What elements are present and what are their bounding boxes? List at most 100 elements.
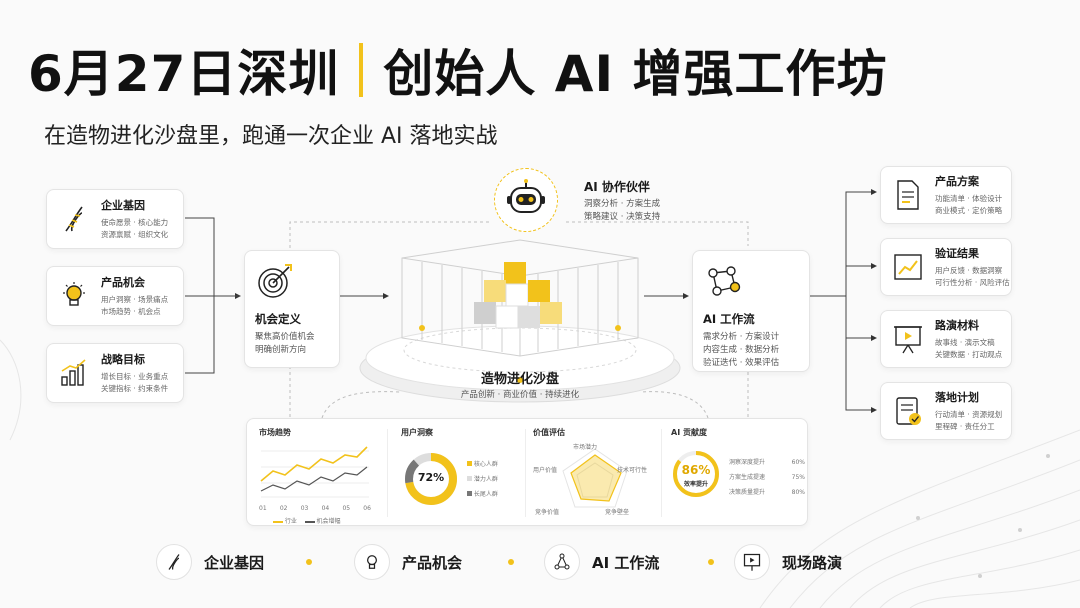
legend-opportunity: 机会增幅 <box>316 518 341 525</box>
footer-label: 现场路演 <box>782 553 843 572</box>
value-evaluation-panel: 价值评估 市场潜力 技术可行性 竞争壁垒 竞争价值 用户价值 <box>533 427 657 521</box>
user-insight-panel: 用户洞察 72% 核心人群 潜力人群 长尾人群 <box>401 427 521 521</box>
ai-partner-desc-1: 洞察分析 · 方案生成 <box>584 199 661 209</box>
value-radar-chart <box>562 448 628 508</box>
market-trend-panel: 市场趋势 01 02 03 04 05 06 行业 机会增幅 <box>259 427 379 525</box>
trend-tick: 05 <box>342 505 351 512</box>
output-card-title: 验证结果 <box>935 247 979 260</box>
footer-item-product-opportunity[interactable]: 产品机会 <box>354 544 462 580</box>
input-card-desc-2: 关键指标 · 约束条件 <box>101 384 169 393</box>
title-date-location: 6月27日深圳 <box>28 45 340 103</box>
opportunity-desc-2: 明确创新方向 <box>255 345 307 355</box>
radar-axis: 技术可行性 <box>617 467 648 474</box>
workflow-desc-1: 需求分析 · 方案设计 <box>703 332 780 342</box>
radar-axis: 用户价值 <box>533 467 558 474</box>
radar-axis: 竞争价值 <box>535 509 560 516</box>
output-card-desc-1: 用户反馈 · 数据洞察 <box>935 266 1003 275</box>
target-icon <box>255 261 329 305</box>
workflow-icon <box>703 261 799 305</box>
output-card-desc-1: 故事线 · 演示文稿 <box>935 338 995 347</box>
input-card-desc-1: 用户洞察 · 场景痛点 <box>101 295 169 304</box>
ai-contribution-title: AI 贡献度 <box>671 428 707 437</box>
opportunity-desc-1: 聚焦高价值机会 <box>255 332 315 342</box>
title-divider <box>359 43 364 97</box>
output-card-implementation-plan[interactable]: 落地计划 行动清单 · 资源规划 里程碑 · 责任分工 <box>880 382 1012 440</box>
page-subtitle: 在造物进化沙盘里，跑通一次企业 AI 落地实战 <box>44 124 498 149</box>
contribution-item-pct: 80% <box>791 489 805 496</box>
footer-separator-dot <box>306 559 312 565</box>
output-card-desc-2: 关键数据 · 打动观点 <box>935 350 1003 359</box>
sandbox-illustration <box>359 239 681 403</box>
output-card-title: 路演材料 <box>935 319 979 332</box>
market-trend-legend: 行业 机会增幅 <box>273 516 341 525</box>
trend-tick: 03 <box>300 505 309 512</box>
output-card-desc-1: 功能清单 · 体验设计 <box>935 194 1003 203</box>
input-card-strategic-goal[interactable]: 战略目标 增长目标 · 业务重点 关键指标 · 约束条件 <box>46 343 184 403</box>
output-card-desc-2: 商业模式 · 定价策略 <box>935 206 1003 215</box>
footer-separator-dot <box>508 559 514 565</box>
opportunity-definition-card[interactable]: 机会定义 聚焦高价值机会 明确创新方向 <box>244 250 340 368</box>
contribution-item-pct: 60% <box>791 459 805 466</box>
ai-contribution-gauge <box>673 451 719 497</box>
trend-tick: 02 <box>279 505 288 512</box>
workflow-icon <box>544 544 580 580</box>
input-card-title: 企业基因 <box>101 199 145 212</box>
footer-item-enterprise-gene[interactable]: 企业基因 <box>156 544 264 580</box>
market-trend-chart <box>260 446 369 498</box>
document-icon <box>891 178 925 212</box>
bar-chart-icon <box>57 356 91 390</box>
dna-icon <box>156 544 192 580</box>
robot-icon[interactable] <box>494 168 558 232</box>
ai-partner-block: AI 协作伙伴 洞察分析 · 方案生成 策略建议 · 决策支持 <box>494 168 694 232</box>
insight-longtail: 长尾人群 <box>473 491 498 498</box>
input-card-enterprise-gene[interactable]: 企业基因 使命愿景 · 核心能力 资源禀赋 · 组织文化 <box>46 189 184 249</box>
checklist-icon <box>891 394 925 428</box>
sandbox-title: 造物进化沙盘 <box>480 372 559 387</box>
user-insight-value: 72% <box>417 471 445 484</box>
trend-tick: 06 <box>363 505 371 512</box>
contribution-item-name: 洞察深度提升 <box>729 459 766 466</box>
workflow-desc-2: 内容生成 · 数据分析 <box>703 345 780 355</box>
presentation-icon <box>891 322 925 356</box>
output-card-desc-1: 行动清单 · 资源规划 <box>935 410 1003 419</box>
output-card-desc-2: 里程碑 · 责任分工 <box>935 422 995 431</box>
output-card-title: 产品方案 <box>935 175 979 188</box>
radar-axis: 竞争壁垒 <box>605 509 630 516</box>
output-card-product-plan[interactable]: 产品方案 功能清单 · 体验设计 商业模式 · 定价策略 <box>880 166 1012 224</box>
insight-core: 核心人群 <box>473 461 498 468</box>
market-trend-ticks: 01 02 03 04 05 06 <box>259 505 371 512</box>
input-card-title: 产品机会 <box>101 276 145 289</box>
ai-partner-title: AI 协作伙伴 <box>584 180 650 194</box>
ai-contribution-value: 86% <box>681 463 711 477</box>
title-event-name: 创始人 AI 增强工作坊 <box>383 45 888 103</box>
input-card-title: 战略目标 <box>101 353 145 366</box>
line-chart-icon <box>891 250 925 284</box>
lightbulb-icon <box>354 544 390 580</box>
contribution-item-pct: 75% <box>791 474 805 481</box>
output-card-validation-result[interactable]: 验证结果 用户反馈 · 数据洞察 可行性分析 · 风险评估 <box>880 238 1012 296</box>
insight-dashboard: 市场趋势 01 02 03 04 05 06 行业 机会增幅 用户洞察 <box>246 418 808 526</box>
input-card-product-opportunity[interactable]: 产品机会 用户洞察 · 场景痛点 市场趋势 · 机会点 <box>46 266 184 326</box>
output-card-title: 落地计划 <box>935 391 979 404</box>
footer-separator-dot <box>708 559 714 565</box>
footer-label: 企业基因 <box>204 553 265 572</box>
contribution-item-name: 决策质量提升 <box>729 489 766 496</box>
legend-industry: 行业 <box>284 518 297 525</box>
user-insight-donut <box>405 453 457 505</box>
footer-item-live-pitch[interactable]: 现场路演 <box>734 544 842 580</box>
dna-icon <box>57 202 91 236</box>
insight-potential: 潜力人群 <box>473 476 498 483</box>
presentation-icon <box>734 544 770 580</box>
user-insight-legend: 核心人群 潜力人群 长尾人群 <box>467 457 498 502</box>
output-card-pitch-material[interactable]: 路演材料 故事线 · 演示文稿 关键数据 · 打动观点 <box>880 310 1012 368</box>
input-card-desc-2: 资源禀赋 · 组织文化 <box>101 230 169 239</box>
opportunity-title: 机会定义 <box>255 312 301 326</box>
workflow-title: AI 工作流 <box>703 312 755 326</box>
ai-workflow-card[interactable]: AI 工作流 需求分析 · 方案设计 内容生成 · 数据分析 验证迭代 · 效果… <box>692 250 810 372</box>
user-insight-title: 用户洞察 <box>401 428 433 437</box>
footer-item-ai-workflow[interactable]: AI 工作流 <box>544 544 659 580</box>
